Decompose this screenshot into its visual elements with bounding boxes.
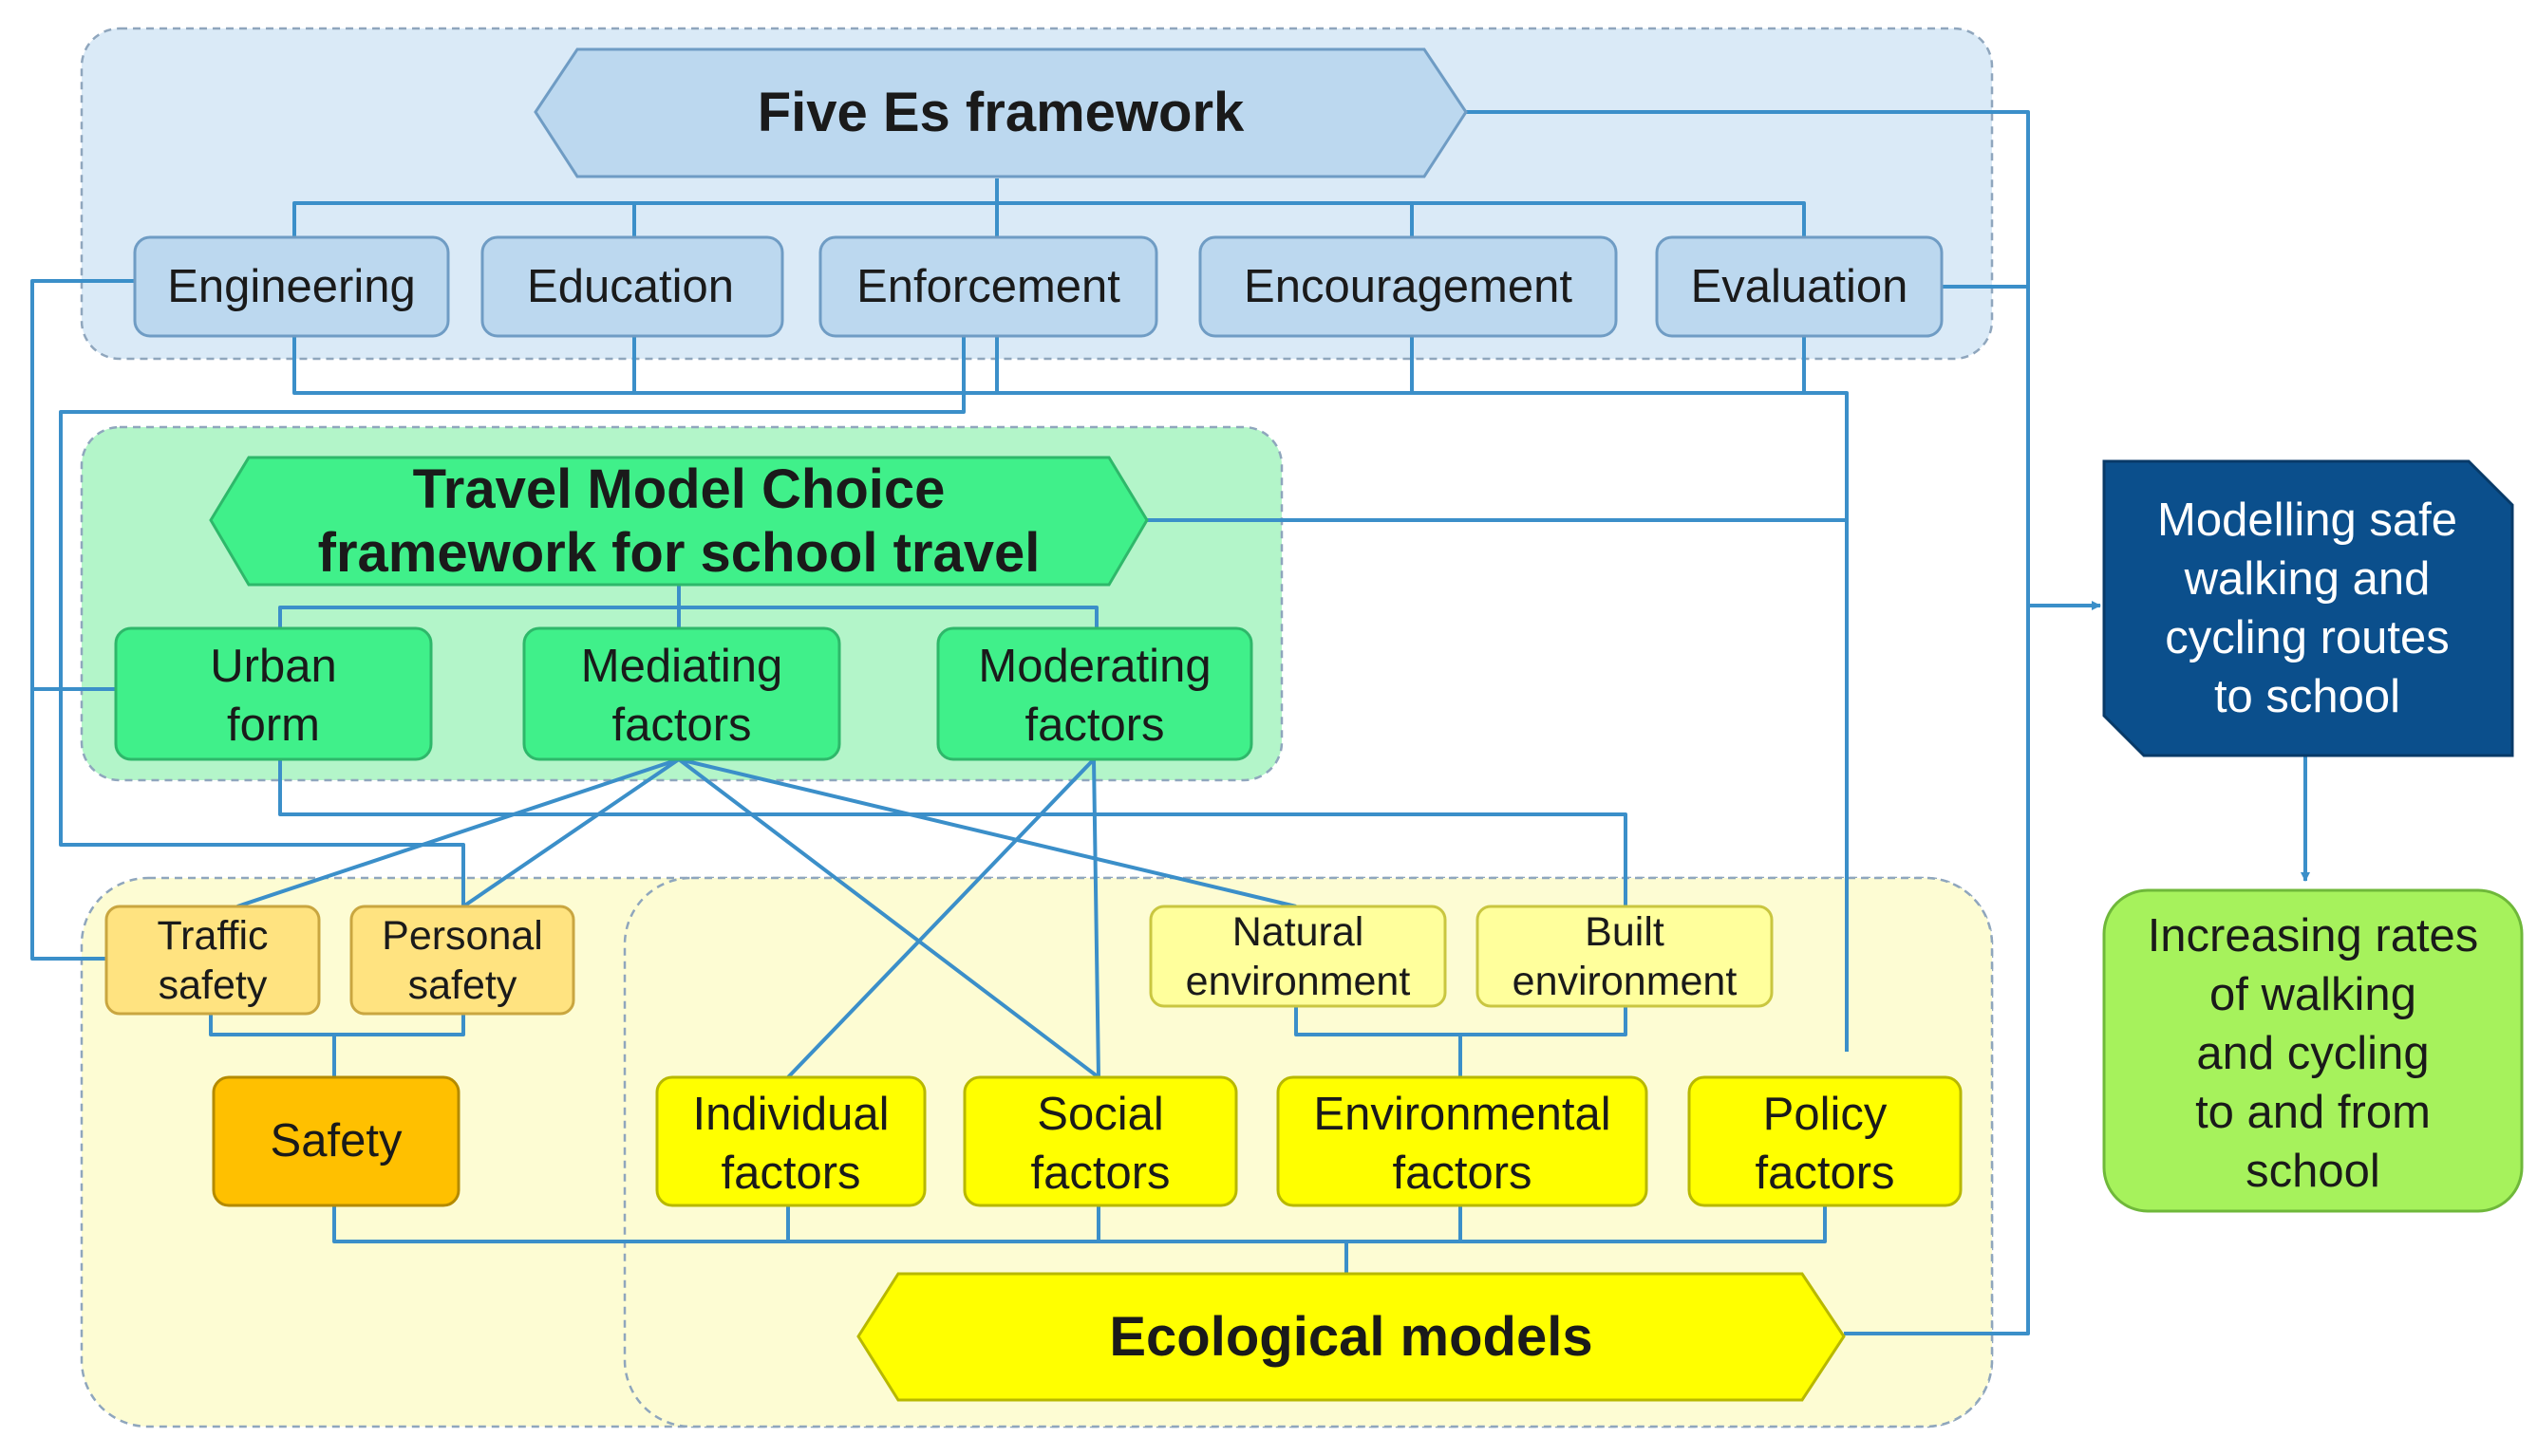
modelling-line2: walking and [2184, 553, 2431, 605]
social-factors-box [963, 1075, 1238, 1207]
education-label: Education [527, 261, 734, 312]
policy-factors-label-line2: factors [1755, 1148, 1894, 1199]
moderating-factors-label-line1: Moderating [978, 641, 1211, 692]
built-environment-box [1475, 905, 1774, 1008]
natural-environment-box [1149, 905, 1447, 1008]
travel-mode-title-line1: Travel Model Choice [413, 458, 946, 520]
urban-built-connector [278, 759, 1627, 906]
mediating-factors-box [522, 626, 841, 761]
social-factors-label-line2: factors [1030, 1148, 1170, 1199]
modelling-routes-box [2102, 459, 2514, 757]
mediating-fan [236, 757, 1297, 1079]
travel-mode-framework: Travel Model Choice framework for school… [114, 456, 1253, 761]
engineering-label: Engineering [167, 261, 416, 312]
safety-label: Safety [271, 1115, 403, 1167]
outcomes: Modelling safe walking and cycling route… [2102, 459, 2524, 1213]
moderating-factors-box [936, 626, 1253, 761]
five-es-framework: Five Es framework Engineering Education … [133, 47, 1944, 338]
urban-form-label-line2: form [227, 700, 320, 751]
travel-mode-tree-connector [278, 585, 1099, 628]
moderating-fan [786, 757, 1100, 1079]
modelling-line3: cycling routes [2165, 612, 2450, 663]
engineering-traffic-connector [30, 279, 135, 961]
enforcement-left-connector [59, 336, 966, 906]
environment-branch: Natural environment Built environment [1149, 905, 1774, 1008]
modelling-line1: Modelling safe [2157, 495, 2457, 546]
encouragement-box [1198, 235, 1618, 338]
five-es-title: Five Es framework [758, 82, 1245, 143]
evaluation-label: Evaluation [1691, 261, 1908, 312]
traffic-safety-label-line2: safety [159, 962, 268, 1008]
built-environment-label-line2: environment [1513, 959, 1738, 1004]
mediating-factors-label-line1: Mediating [581, 641, 782, 692]
right-trunk [1462, 110, 2030, 1335]
increasing-line2: of walking [2209, 969, 2416, 1020]
urban-form-box [114, 626, 433, 761]
personal-safety-label-line1: Personal [382, 913, 543, 959]
safety-box [212, 1075, 460, 1207]
connectors [30, 110, 2310, 1335]
environmental-factors-box [1276, 1075, 1648, 1207]
built-environment-label-line1: Built [1585, 909, 1664, 955]
mediating-factors-label-line2: factors [611, 700, 751, 751]
environmental-factors-label-line1: Environmental [1313, 1089, 1610, 1140]
increasing-line4: to and from [2195, 1087, 2431, 1138]
ecological-title: Ecological models [1109, 1306, 1592, 1368]
enforcement-box [818, 235, 1158, 338]
modelling-line4: to school [2214, 671, 2400, 722]
travel-mode-title-banner [209, 456, 1149, 587]
evaluation-box [1655, 235, 1944, 338]
travel-mode-title-line2: framework for school travel [318, 522, 1041, 584]
environmental-factors-label-line2: factors [1392, 1148, 1532, 1199]
increasing-line3: and cycling [2196, 1028, 2429, 1079]
increasing-line5: school [2246, 1146, 2380, 1197]
traffic-safety-label-line1: Traffic [157, 913, 268, 959]
safety-branch: Traffic safety Personal safety Safety [104, 905, 575, 1207]
urban-form-label-line1: Urban [210, 641, 336, 692]
traffic-safety-box [104, 905, 321, 1016]
policy-factors-label-line1: Policy [1763, 1089, 1888, 1140]
individual-factors-label-line1: Individual [692, 1089, 889, 1140]
moderating-factors-label-line2: factors [1024, 700, 1164, 751]
ecological-bottom-bus [332, 1205, 1827, 1274]
safety-tree [209, 1014, 465, 1077]
five-es-bottom-bus [292, 336, 1849, 1052]
encouragement-label: Encouragement [1244, 261, 1572, 312]
individual-factors-box [655, 1075, 927, 1207]
natural-environment-label-line2: environment [1186, 959, 1411, 1004]
ecological-factors: Individual factors Social factors Enviro… [655, 1075, 1963, 1402]
five-es-title-banner [534, 47, 1468, 178]
policy-factors-box [1687, 1075, 1963, 1207]
natural-environment-label-line1: Natural [1232, 909, 1364, 955]
individual-factors-label-line2: factors [721, 1148, 860, 1199]
enforcement-label: Enforcement [856, 261, 1120, 312]
personal-safety-box [349, 905, 575, 1016]
personal-safety-label-line2: safety [408, 962, 517, 1008]
environment-tree [1294, 1006, 1627, 1077]
ecological-title-banner [856, 1272, 1846, 1402]
increasing-line1: Increasing rates [2148, 910, 2479, 961]
education-box [480, 235, 784, 338]
five-es-tree-connector [292, 178, 1806, 237]
engineering-box [133, 235, 450, 338]
increasing-rates-box [2102, 888, 2524, 1213]
social-factors-label-line1: Social [1037, 1089, 1163, 1140]
